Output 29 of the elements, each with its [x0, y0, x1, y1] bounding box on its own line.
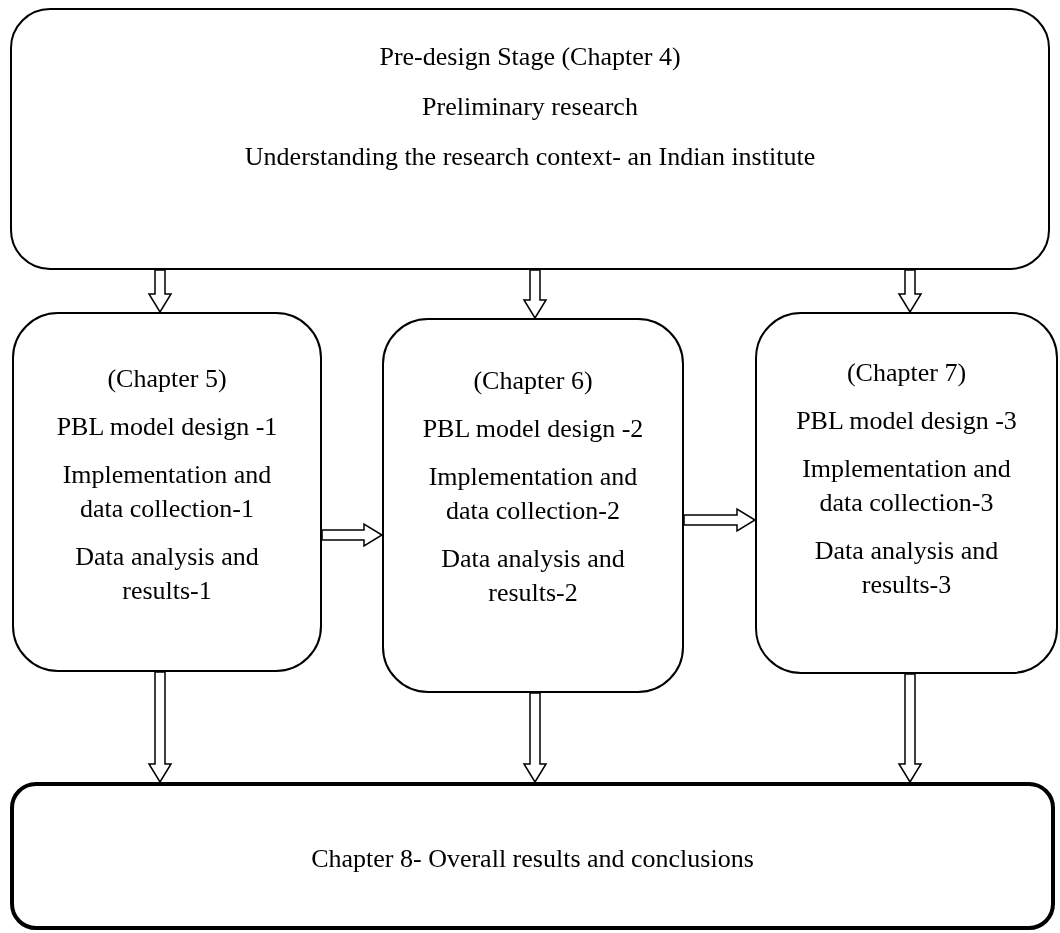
arrow	[147, 671, 173, 784]
box-text: Pre-design Stage (Chapter 4)	[379, 41, 681, 73]
process-box	[10, 8, 1050, 270]
arrow	[897, 673, 923, 784]
box-text: Implementation and data collection-2	[427, 461, 639, 527]
box-text: (Chapter 5)	[107, 363, 227, 395]
box-text: Chapter 8- Overall results and conclusions	[311, 843, 754, 875]
arrow	[522, 692, 548, 784]
box-text: Implementation and data collection-1	[61, 459, 273, 525]
box-text: Preliminary research	[422, 91, 638, 123]
box-text: (Chapter 7)	[846, 357, 967, 389]
arrow	[321, 522, 384, 548]
arrow	[683, 507, 757, 533]
box-text: PBL model design -2	[422, 413, 644, 445]
arrow	[897, 269, 923, 314]
box-text: Understanding the research context- an Indian institute	[244, 141, 816, 173]
arrow	[147, 269, 173, 314]
process-box	[12, 312, 322, 672]
box-text: Data analysis and results-1	[74, 541, 260, 607]
process-box	[755, 312, 1058, 674]
box-text: Data analysis and results-2	[440, 543, 626, 609]
box-text: PBL model design -1	[56, 411, 278, 443]
process-box	[382, 318, 684, 693]
box-text: (Chapter 6)	[473, 365, 593, 397]
arrow	[522, 269, 548, 320]
box-text: Implementation and data collection-3	[801, 453, 1012, 519]
process-box	[10, 782, 1055, 930]
box-text: PBL model design -3	[796, 405, 1017, 437]
box-text: Data analysis and results-3	[813, 535, 1000, 601]
